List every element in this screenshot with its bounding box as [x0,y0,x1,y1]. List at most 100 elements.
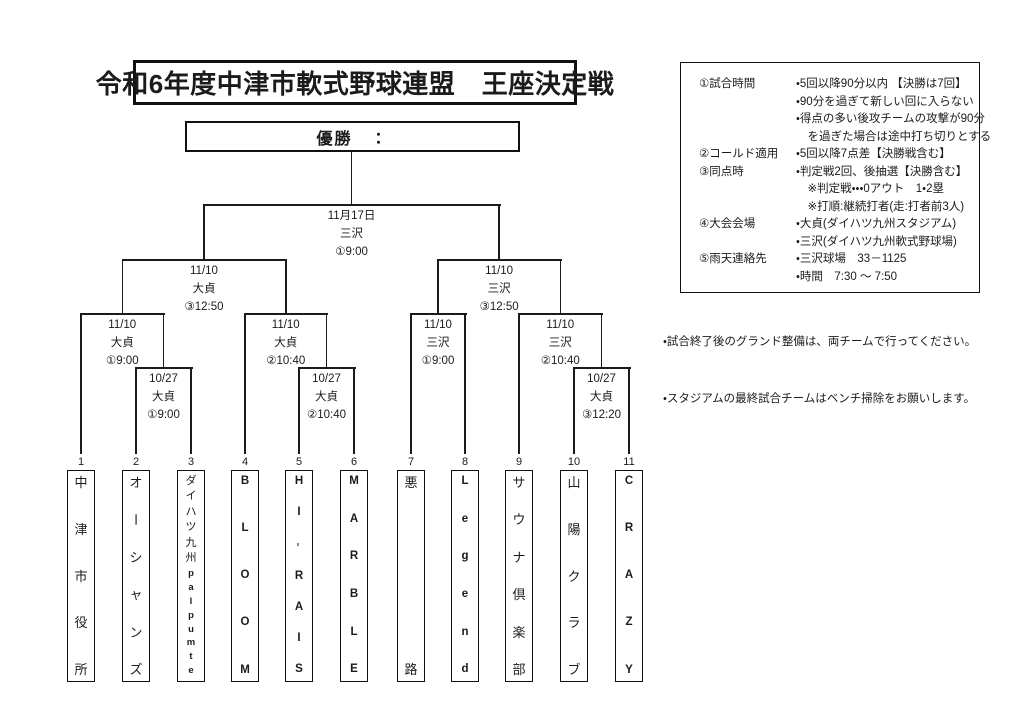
team-name-char: 倶 [512,587,526,603]
rules-row-label: ①試合時間 [699,78,756,90]
quarterfinal-connector [245,313,328,315]
team-name-box: オーシャンズ [122,470,150,682]
team-name-box: 悪路 [397,470,425,682]
team-name-char: p [188,609,194,621]
rules-row-label: ⑤雨天連絡先 [699,253,767,265]
team-line [573,367,575,454]
rules-line: ・三沢球場 33－1125 [796,253,907,265]
team-name-char: E [350,663,358,676]
quarterfinal-connector [81,313,165,315]
team-name-char: m [186,637,196,649]
team-name-box: 山陽クラブ [560,470,588,682]
match-venue: 大貞 [192,283,216,295]
rules-row-lines: ・判定戦2回、後抽選【決勝含む】 ※判定戦・・・0アウト 1・2塁 ※打順:継続… [796,164,973,217]
rules-line: ・5回以降7点差【決勝戦含む】 [796,148,951,160]
match-date: 10/27 [312,373,341,385]
team-name-char: 州 [185,552,197,565]
team-name-char: S [295,663,303,676]
team-name-char: ズ [129,661,143,677]
team-line [464,313,466,454]
match-time: ①9:00 [421,355,455,367]
note-text: ・試合終了後のグランド整備は、両チームで行ってください。 [663,336,977,348]
team-seed-number: 9 [515,456,523,468]
semifinal-winner-line [203,204,205,259]
page-title: 令和6年度中津市軟式野球連盟 王座決定戦 [96,60,614,105]
first-round-winner-line [162,313,165,367]
match-time: ③12:50 [184,301,224,313]
rules-row-lines: ・5回以降7点差【決勝戦含む】 [796,146,973,164]
team-name-char: R [349,550,359,563]
team-name-char: R [294,569,304,582]
team-name-char: ク [567,568,581,584]
team-name-char: ラ [567,615,581,631]
team-name-char: ブ [567,662,581,677]
team-name-char: e [188,665,194,677]
rules-line: ・5回以降90分以内 【決勝は7回】 [796,78,967,90]
team-line [80,313,82,454]
team-seed-number: 11 [623,456,635,468]
team-seed-number: 8 [461,456,469,468]
rules-line: ・三沢(ダイハツ九州軟式野球場) [796,235,957,248]
champion-box: 優勝 ： [185,121,520,152]
team-seed-number: 10 [567,456,581,468]
rules-line: ・大貞(ダイハツ九州スタジアム) [796,218,957,230]
team-name-char: e [461,588,469,601]
team-name-char: ツ [185,521,197,534]
quarterfinal-winner-line [559,259,561,313]
match-venue: 大貞 [151,391,175,403]
quarterfinal-connector [519,313,603,315]
team-name-char: - [291,542,307,547]
match-time: ③12:20 [581,409,622,421]
match-date: 11/10 [108,319,137,331]
quarterfinal-winner-line [437,259,439,313]
team-name-char: O [240,569,250,582]
team-name-char: 陽 [567,521,581,537]
rules-row: ④大会会場・大貞(ダイハツ九州スタジアム)・三沢(ダイハツ九州軟式野球場) [699,216,973,251]
match-date: 11/10 [190,265,218,277]
team-name-char: 役 [74,615,88,631]
team-line [628,367,630,454]
rules-row: ③同点時・判定戦2回、後抽選【決勝含む】 ※判定戦・・・0アウト 1・2塁 ※打… [699,164,973,217]
rules-line: ※判定戦・・・0アウト 1・2塁 [796,183,944,195]
team-name-char: A [624,569,634,582]
team-name-char: シ [129,549,143,565]
team-name-char: O [240,616,250,629]
match-time: ②10:40 [306,409,347,421]
semifinal-connector [438,259,562,261]
match-label-semifinal-1: 11/10 大貞 ③12:50 [184,262,223,316]
team-name-char: M [349,475,359,487]
team-seed-number: 6 [350,456,358,468]
team-name-char: d [461,663,469,676]
team-name-char: I [297,506,301,519]
team-name-char: ン [129,624,143,640]
rules-line: を過ぎた場合は途中打ち切りとする [796,130,992,143]
team-line [190,367,192,454]
team-name-char: 路 [404,662,418,677]
team-line [518,313,520,454]
rules-row-lines: ・大貞(ダイハツ九州スタジアム) ・三沢(ダイハツ九州軟式野球場) [796,216,973,251]
team-line [353,367,355,454]
first-round-winner-line [600,313,603,367]
first-round-winner-line [325,313,328,367]
first-round-connector [136,367,193,369]
rules-box: ①試合時間・5回以降90分以内 【決勝は7回】・90分を過ぎて新しい回に入らない… [680,62,991,293]
team-name-char: 津 [74,521,88,537]
champion-line [350,152,353,204]
match-venue: 大貞 [110,337,134,349]
team-name-char: u [188,623,194,635]
team-name-char: Z [625,616,633,629]
team-name-char: B [240,475,250,487]
team-seed-number: 4 [241,456,249,468]
team-name-char: イ [185,490,197,503]
rules-row: ⑤雨天連絡先・三沢球場 33－1125・時間 7:30 ～ 7:50 [699,251,973,286]
team-seed-number: 3 [187,456,195,468]
match-time: ①9:00 [105,355,139,367]
team-name-char: 山 [567,475,581,490]
